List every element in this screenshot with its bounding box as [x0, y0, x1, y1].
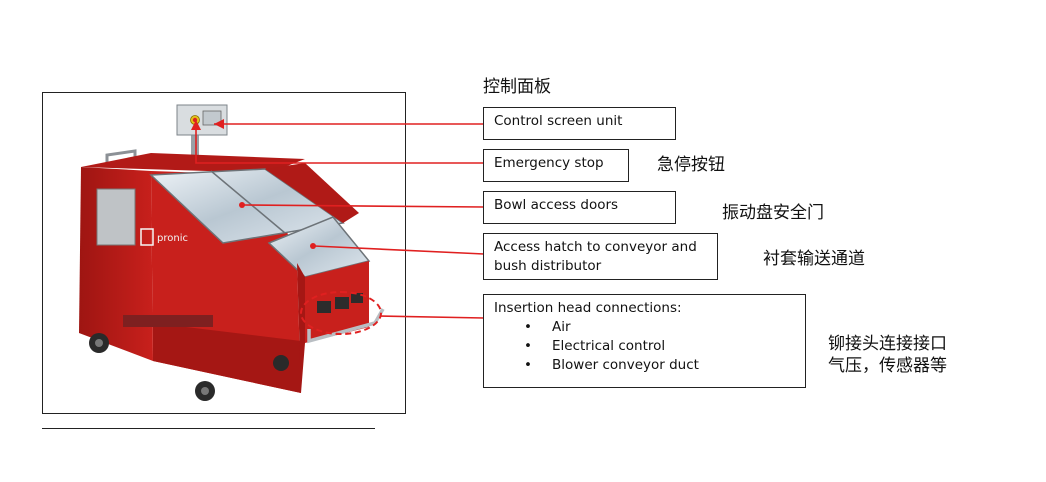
machine-photo-frame: pronic [42, 92, 406, 414]
callout-connections: Insertion head connections: Air Electric… [483, 294, 806, 388]
label-hatch-cn: 衬套输送通道 [763, 249, 865, 269]
brand-text: pronic [157, 233, 188, 244]
callout-emergency-stop-text: Emergency stop [494, 155, 604, 171]
machine-illustration: pronic [79, 104, 385, 401]
label-connections-cn-line2: 气压，传感器等 [828, 356, 947, 376]
callout-hatch: Access hatch to conveyor and bush distri… [483, 233, 718, 280]
label-emergency-stop-cn: 急停按钮 [657, 155, 725, 175]
callout-control-screen-text: Control screen unit [494, 113, 623, 129]
callout-control-screen: Control screen unit [483, 107, 676, 140]
control-post [191, 131, 199, 165]
callout-bowl-doors-text: Bowl access doors [494, 197, 619, 213]
control-screen-display [202, 110, 222, 126]
callout-bowl-doors: Bowl access doors [483, 191, 676, 224]
list-item: Blower conveyor duct [524, 356, 795, 375]
callout-connections-title: Insertion head connections: [494, 300, 682, 316]
label-bowl-doors-cn: 振动盘安全门 [722, 203, 824, 223]
connections-highlight-ring [300, 291, 382, 335]
label-connections-cn-line1: 铆接头连接接口 [828, 334, 947, 354]
list-item: Air [524, 318, 795, 337]
label-control-panel-cn: 控制面板 [483, 77, 551, 97]
callout-hatch-line2: bush distributor [494, 258, 602, 274]
left-access-panel [96, 188, 136, 246]
callout-emergency-stop: Emergency stop [483, 149, 629, 182]
connections-list: Air Electrical control Blower conveyor d… [494, 318, 795, 375]
wheel-rear [273, 355, 289, 371]
bottom-rule [42, 428, 375, 429]
callout-hatch-line1: Access hatch to conveyor and [494, 239, 697, 255]
list-item: Electrical control [524, 337, 795, 356]
